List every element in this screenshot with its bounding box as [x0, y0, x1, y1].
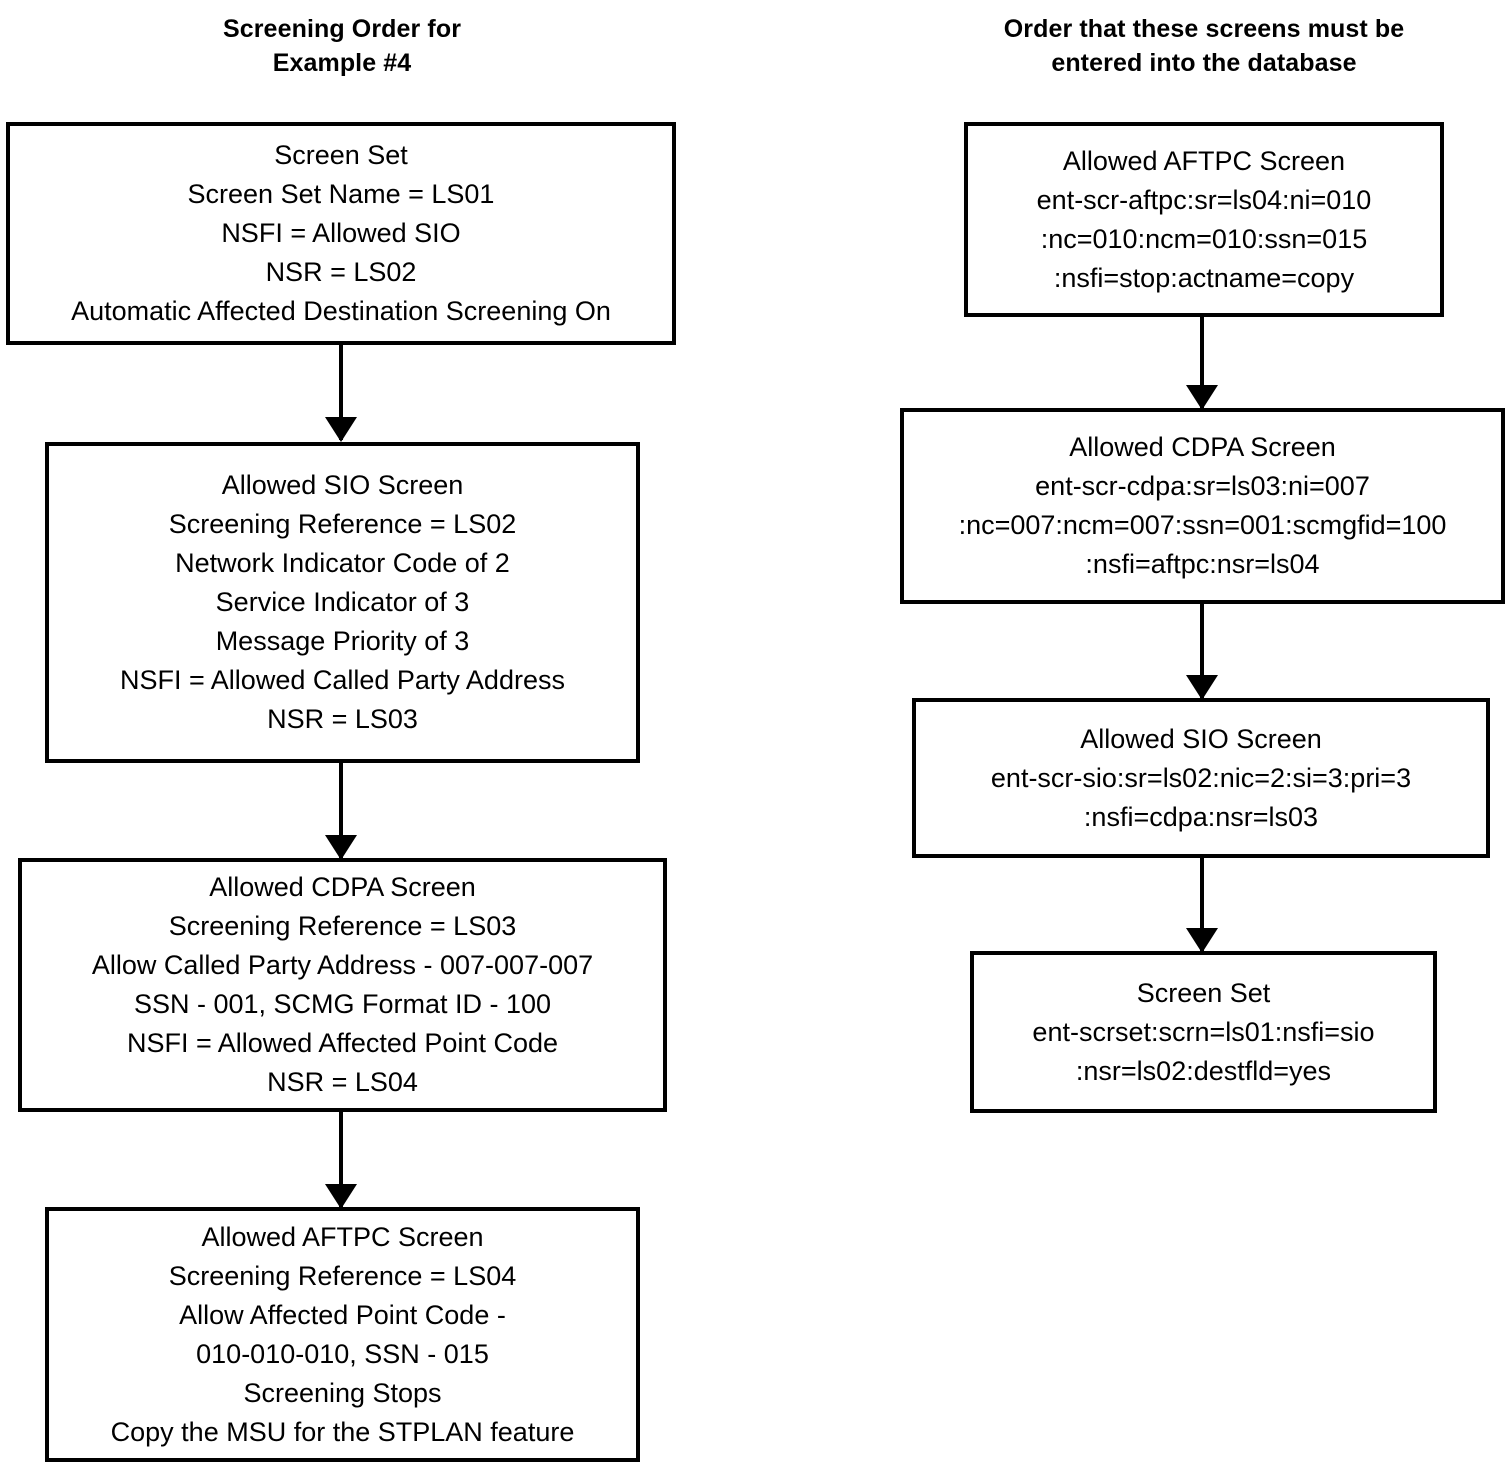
- right-node-allowed-aftpc-screen-command-text: Allowed AFTPC Screen ent-scr-aftpc:sr=ls…: [1036, 145, 1372, 293]
- left-node-allowed-sio-screen-text: Allowed SIO Screen Screening Reference =…: [120, 470, 565, 734]
- left-arrow-2: [339, 763, 343, 858]
- right-node-allowed-aftpc-screen-command: Allowed AFTPC Screen ent-scr-aftpc:sr=ls…: [964, 122, 1444, 317]
- right-arrow-1: [1200, 317, 1204, 408]
- left-node-allowed-aftpc-screen-text: Allowed AFTPC Screen Screening Reference…: [110, 1221, 575, 1447]
- left-arrow-3: [339, 1112, 343, 1207]
- left-node-screen-set-text: Screen Set Screen Set Name = LS01 NSFI =…: [71, 140, 611, 326]
- left-node-allowed-cdpa-screen-text: Allowed CDPA Screen Screening Reference …: [91, 872, 594, 1097]
- left-node-screen-set: Screen Set Screen Set Name = LS01 NSFI =…: [6, 122, 676, 345]
- right-node-screen-set-command: Screen Set ent-scrset:scrn=ls01:nsfi=sio…: [970, 951, 1437, 1113]
- right-node-screen-set-command-text: Screen Set ent-scrset:scrn=ls01:nsfi=sio…: [1032, 977, 1375, 1086]
- left-node-allowed-sio-screen: Allowed SIO Screen Screening Reference =…: [45, 442, 640, 763]
- left-node-allowed-cdpa-screen: Allowed CDPA Screen Screening Reference …: [18, 858, 667, 1112]
- right-node-allowed-cdpa-screen-command-text: Allowed CDPA Screen ent-scr-cdpa:sr=ls03…: [958, 432, 1447, 579]
- left-arrow-1: [339, 345, 343, 440]
- right-arrow-2: [1200, 604, 1204, 698]
- right-arrow-3: [1200, 858, 1204, 951]
- right-node-allowed-sio-screen-command-text: Allowed SIO Screen ent-scr-sio:sr=ls02:n…: [990, 723, 1412, 832]
- right-node-allowed-cdpa-screen-command: Allowed CDPA Screen ent-scr-cdpa:sr=ls03…: [900, 408, 1505, 604]
- left-column-title: Screening Order for Example #4: [222, 15, 462, 77]
- right-node-allowed-sio-screen-command: Allowed SIO Screen ent-scr-sio:sr=ls02:n…: [912, 698, 1490, 858]
- right-column-title: Order that these screens must be entered…: [1003, 15, 1405, 77]
- left-node-allowed-aftpc-screen: Allowed AFTPC Screen Screening Reference…: [45, 1207, 640, 1462]
